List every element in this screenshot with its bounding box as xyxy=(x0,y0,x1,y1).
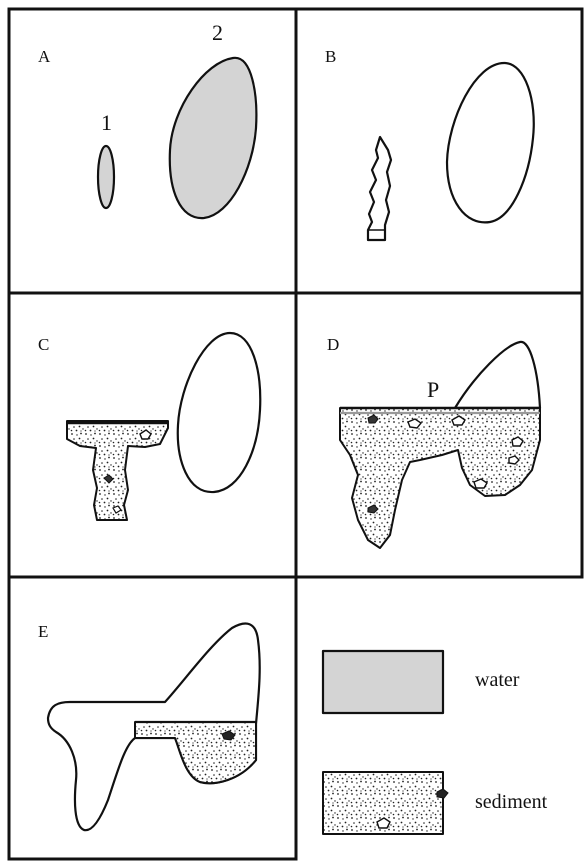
water-filled-cave-1 xyxy=(98,146,114,208)
marker-p-label: P xyxy=(427,377,439,402)
panel-a: A 1 2 xyxy=(38,20,256,218)
panel-c-label: C xyxy=(38,335,49,354)
panel-e: E xyxy=(38,622,260,830)
legend-sediment-label: sediment xyxy=(475,791,548,813)
panel-e-label: E xyxy=(38,622,48,641)
sediment-filled-cave-system xyxy=(340,408,540,548)
drained-cave-2 xyxy=(447,63,534,222)
cave-1-label: 1 xyxy=(101,110,112,135)
panel-d: D P xyxy=(327,335,540,548)
remnant-sediment-fill xyxy=(135,722,256,783)
legend-water-label: water xyxy=(475,669,520,691)
cave-2-label: 2 xyxy=(212,20,223,45)
panel-b-label: B xyxy=(325,47,336,66)
drained-cave-2-c xyxy=(178,333,260,492)
legend-water-swatch xyxy=(323,651,443,713)
drained-cave-1-conduit xyxy=(368,137,391,240)
water-filled-cave-2 xyxy=(170,58,257,218)
panel-d-label: D xyxy=(327,335,339,354)
panel-c: C xyxy=(38,333,260,520)
legend: water sediment xyxy=(323,651,548,834)
panel-b: B xyxy=(325,47,534,240)
sediment-filled-t-cave xyxy=(67,421,168,520)
panel-a-label: A xyxy=(38,47,51,66)
upper-cave-void xyxy=(455,342,540,408)
